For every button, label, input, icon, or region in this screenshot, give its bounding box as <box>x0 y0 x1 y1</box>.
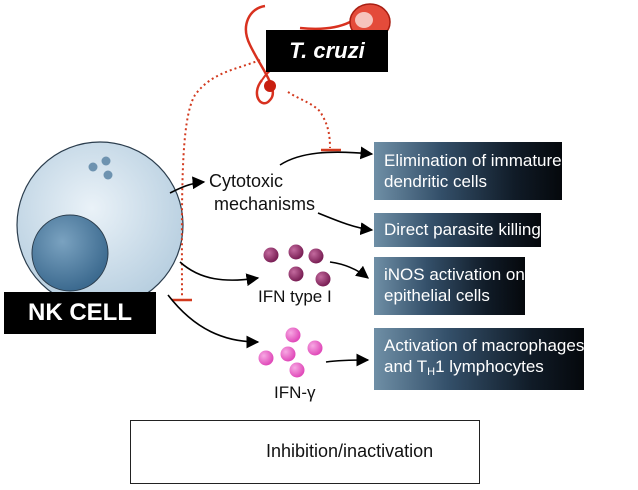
ifn-gamma-label: IFN-γ <box>274 383 316 402</box>
outcome-mac-line-2: and TH1 lymphocytes <box>384 356 584 383</box>
cytotoxic-line-1: Cytotoxic <box>209 171 284 191</box>
arrow-to-elimination <box>279 146 374 166</box>
ifn-type-1-dot <box>288 266 304 282</box>
outcome-elimination-line-1: Elimination of immature <box>384 151 562 170</box>
outcome-killing-text: Direct parasite killing <box>384 220 541 239</box>
arrow-to-ifn1 <box>179 261 260 287</box>
outcome-inos-activation: iNOS activation on epithelial cells <box>374 257 525 315</box>
t-cruzi-label-box: T. cruzi <box>266 30 388 72</box>
ifn-gamma-dots <box>258 327 323 378</box>
ifn-gamma-dot <box>307 340 323 356</box>
t-cruzi-label: T. cruzi <box>289 38 365 63</box>
outcome-elimination-line-2: dendritic cells <box>384 172 487 191</box>
arrow-to-ifng <box>167 294 260 349</box>
inhibition-lines <box>180 59 331 299</box>
granule <box>101 156 111 166</box>
ifn-gamma-dot <box>280 346 296 362</box>
inhibition-line-dc <box>287 91 331 149</box>
nk-cell <box>16 141 184 309</box>
granule <box>88 162 98 172</box>
cytotoxic-line-2: mechanisms <box>214 194 316 214</box>
ifn-gamma-dot <box>285 327 301 343</box>
outcome-macrophage-activation: Activation of macrophages and TH1 lympho… <box>374 328 585 390</box>
ifn-type-1-dot <box>315 271 331 287</box>
outcome-mac-subscript: H <box>427 366 436 378</box>
ifn-gamma-dot <box>258 350 274 366</box>
cytotoxic-mechanisms-label: Cytotoxic mechanisms <box>209 170 315 216</box>
inhibition-line-nk <box>180 59 261 299</box>
ifn-type-1-dot <box>288 244 304 260</box>
arrow-to-inos <box>329 261 369 279</box>
ifn-type-1-label: IFN type I <box>258 287 332 306</box>
ifn-type-1-dot <box>308 248 324 264</box>
outcome-inos-line-1: iNOS activation on <box>384 265 525 284</box>
arrow-to-macrophages <box>325 353 370 367</box>
parasite-nucleus <box>355 12 373 28</box>
outcome-mac-line-2-post: 1 lymphocytes <box>435 357 544 376</box>
nk-cell-body <box>16 141 184 309</box>
outcome-inos-line-2: epithelial cells <box>384 286 490 305</box>
outcome-mac-line-2-pre: and T <box>384 357 428 376</box>
outcome-mac-line-1: Activation of macrophages <box>384 336 585 355</box>
arrows <box>167 146 374 367</box>
nk-cell-nucleus <box>31 214 109 292</box>
nk-cell-label-box: NK CELL <box>4 292 156 334</box>
nk-cell-label: NK CELL <box>28 299 132 326</box>
ifn-type-1-dots <box>263 244 331 287</box>
legend-box: Inhibition/inactivation <box>130 420 480 484</box>
ifn-type-1-dot <box>263 247 279 263</box>
parasite-kinetoplast <box>264 80 276 92</box>
outcome-direct-killing: Direct parasite killing <box>374 213 541 247</box>
arrow-to-killing <box>317 212 374 236</box>
ifn-gamma-dot <box>289 362 305 378</box>
arrow-to-cytotoxic <box>169 176 206 194</box>
outcome-elimination-dc: Elimination of immature dendritic cells <box>374 142 562 200</box>
granule <box>103 170 113 180</box>
legend-text: Inhibition/inactivation <box>266 441 434 461</box>
